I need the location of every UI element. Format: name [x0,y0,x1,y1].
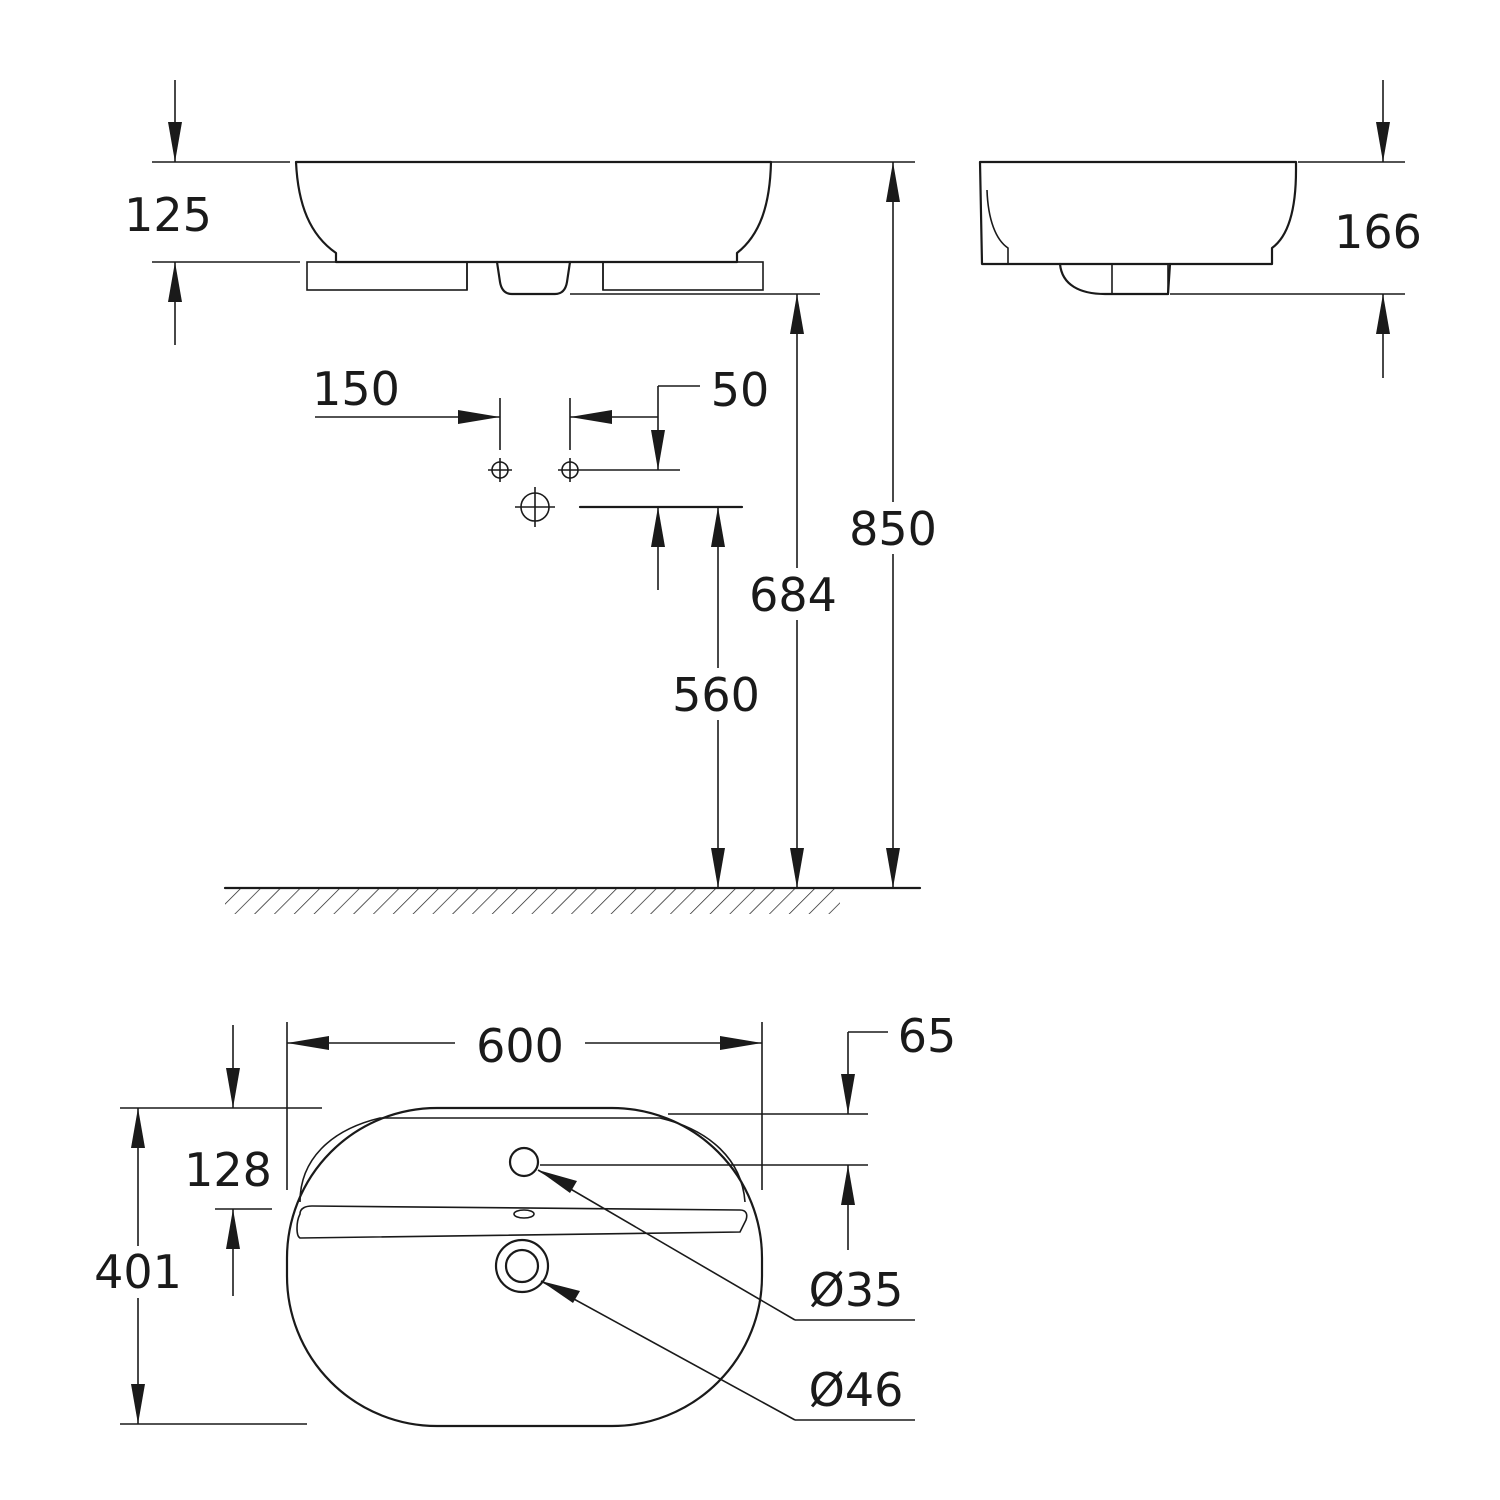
waste-outlet-outer [494,1238,550,1294]
depth-label: 401 [94,1245,182,1299]
dimension-overall-height: 850 [843,162,943,888]
side-height-label: 166 [1334,205,1422,259]
plan-view [285,1106,764,1428]
basin-front-profile [294,160,773,264]
leader-waste-diameter: Ø46 [540,1280,915,1421]
tap-hole-depth-label: 128 [184,1143,272,1197]
side-elevation-view: 166 [978,80,1422,378]
overflow-offset-label: 65 [898,1009,957,1063]
waste-outlet-inner [504,1248,540,1284]
width-label: 600 [476,1019,564,1073]
drain-body [495,260,572,296]
tap-offset-label: 50 [711,363,770,417]
floor-line [223,886,922,914]
dimension-counter-height: 684 [745,294,845,888]
front-height-label: 125 [124,188,212,242]
waste-height-label: 560 [672,668,760,722]
overflow-slot [296,1205,748,1239]
dimension-overflow-offset: 65 [540,1009,956,1250]
countertop-section-right [602,261,764,291]
leader-tap-hole-diameter: Ø35 [537,1169,915,1321]
waste-diameter-label: Ø46 [809,1363,904,1417]
dimension-tap-offset: 50 [651,363,769,590]
tap-hole-diameter-label: Ø35 [809,1263,904,1317]
dimension-width: 600 [286,1019,763,1190]
connection-points [488,458,744,527]
dimension-waste-height: 560 [670,507,766,888]
side-drain [1058,262,1172,296]
front-elevation-view [294,160,915,296]
dimension-front-height: 125 [124,80,300,345]
tap-spacing-label: 150 [312,362,400,416]
basin-plan-outline [285,1106,764,1428]
basin-side-profile [978,160,1298,266]
dimension-depth: 401 [92,1107,322,1425]
countertop-section-left [306,261,468,291]
dimension-tap-hole-depth: 128 [184,1025,272,1296]
counter-height-label: 684 [749,568,837,622]
dimension-tap-spacing: 150 [312,362,658,450]
tap-hole [508,1146,540,1178]
overall-height-label: 850 [849,502,937,556]
